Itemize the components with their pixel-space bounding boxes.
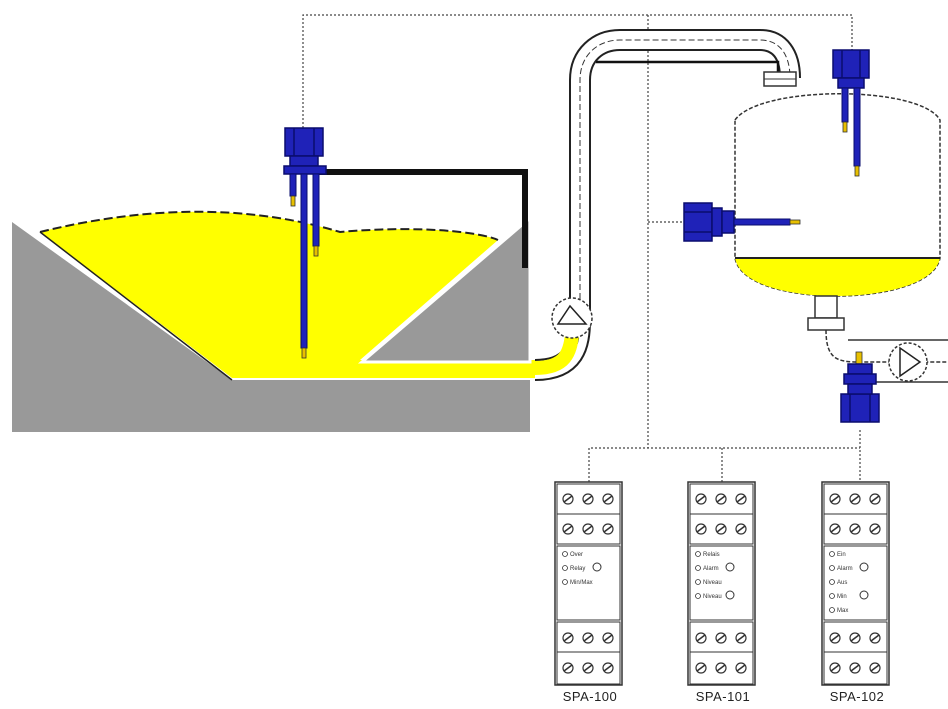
panel-text: Relais: [703, 552, 720, 558]
terminal-block: [556, 651, 621, 685]
pump-left-icon: [551, 297, 593, 339]
terminal-screw-slot: [830, 664, 840, 672]
adjust-knob-icon: [859, 562, 869, 572]
probe-icon: [683, 202, 801, 242]
terminal-screw-slot: [563, 525, 573, 533]
terminal-screw-slot: [583, 525, 593, 533]
terminal-screw-slot: [830, 495, 840, 503]
terminal-screw-slot: [870, 634, 880, 642]
pump-right-icon: [888, 342, 928, 382]
status-led-icon: [829, 579, 835, 585]
status-led-icon: [562, 579, 568, 585]
panel-text: Over: [570, 552, 583, 558]
controller-group: OverRelayMin/MaxRelaisAlarmNiveauNiveauE…: [554, 481, 890, 686]
terminal-screw-slot: [563, 664, 573, 672]
terminal-screw-slot: [583, 634, 593, 642]
status-led-icon: [829, 565, 835, 571]
status-led-icon: [695, 593, 701, 599]
basin-island: [357, 214, 532, 364]
terminal-block: [689, 513, 754, 545]
panel-text: Ein: [837, 552, 846, 558]
adjust-knob-icon: [592, 562, 602, 572]
terminal-screw-slot: [870, 664, 880, 672]
adjust-knob-icon: [725, 590, 735, 600]
status-led-icon: [562, 551, 568, 557]
status-led-icon: [562, 565, 568, 571]
terminal-screw-slot: [696, 664, 706, 672]
status-led-icon: [695, 565, 701, 571]
basin-slope-outline: [39, 231, 233, 381]
status-led-icon: [695, 551, 701, 557]
adjust-knob-icon: [859, 590, 869, 600]
terminal-screw-slot: [736, 525, 746, 533]
transfer-pipe: [534, 29, 801, 381]
panel-text: Aus: [837, 580, 847, 586]
terminal-block: [823, 513, 888, 545]
probe-support-rail: [318, 169, 528, 268]
terminal-screw-slot: [830, 634, 840, 642]
pressure-vessel: [734, 71, 948, 383]
terminal-screw-slot: [716, 664, 726, 672]
panel-text: Min/Max: [570, 580, 593, 586]
probe-icon: [283, 127, 327, 359]
terminal-block: [823, 651, 888, 685]
terminal-screw-slot: [603, 664, 613, 672]
basin-liquid: [40, 211, 535, 378]
panel-text: Niveau: [703, 594, 722, 600]
panel-text: Niveau: [703, 580, 722, 586]
adjust-knob-icon: [725, 562, 735, 572]
panel-text: Alarm: [703, 566, 719, 572]
terminal-block: [689, 651, 754, 685]
panel-text: Max: [837, 608, 848, 614]
terminal-block: [556, 513, 621, 545]
terminal-screw-slot: [583, 664, 593, 672]
terminal-screw-slot: [850, 634, 860, 642]
status-led-icon: [695, 579, 701, 585]
controller-label-spa-101: SPA-101: [695, 689, 751, 704]
status-led-icon: [829, 607, 835, 613]
terminal-screw-slot: [870, 495, 880, 503]
controller-label-spa-100: SPA-100: [562, 689, 618, 704]
terminal-screw-slot: [736, 664, 746, 672]
terminal-screw-slot: [850, 664, 860, 672]
panel-text: Alarm: [837, 566, 853, 572]
terminal-screw-slot: [603, 634, 613, 642]
terminal-screw-slot: [850, 495, 860, 503]
front-panel: [823, 545, 888, 621]
probe-icon: [832, 49, 870, 177]
terminal-screw-slot: [603, 525, 613, 533]
basin-wall-left: [12, 222, 530, 432]
terminal-screw-slot: [850, 525, 860, 533]
terminal-screw-slot: [830, 525, 840, 533]
terminal-screw-slot: [736, 634, 746, 642]
panel-text: Relay: [570, 566, 585, 572]
terminal-screw-slot: [563, 495, 573, 503]
status-led-icon: [829, 593, 835, 599]
status-led-icon: [829, 551, 835, 557]
terminal-screw-slot: [696, 525, 706, 533]
terminal-screw-slot: [696, 495, 706, 503]
vessel-liquid: [735, 258, 940, 296]
terminal-screw-slot: [603, 495, 613, 503]
terminal-screw-slot: [716, 495, 726, 503]
terminal-screw-slot: [583, 495, 593, 503]
terminal-screw-slot: [736, 495, 746, 503]
terminal-screw-slot: [716, 634, 726, 642]
terminal-screw-slot: [870, 525, 880, 533]
terminal-screw-slot: [696, 634, 706, 642]
terminal-screw-slot: [716, 525, 726, 533]
terminal-screw-slot: [563, 634, 573, 642]
signal-wiring: [302, 14, 861, 482]
open-basin: [12, 169, 535, 432]
controller-label-spa-102: SPA-102: [829, 689, 885, 704]
probe-icon: [840, 351, 880, 423]
panel-text: Min: [837, 594, 847, 600]
